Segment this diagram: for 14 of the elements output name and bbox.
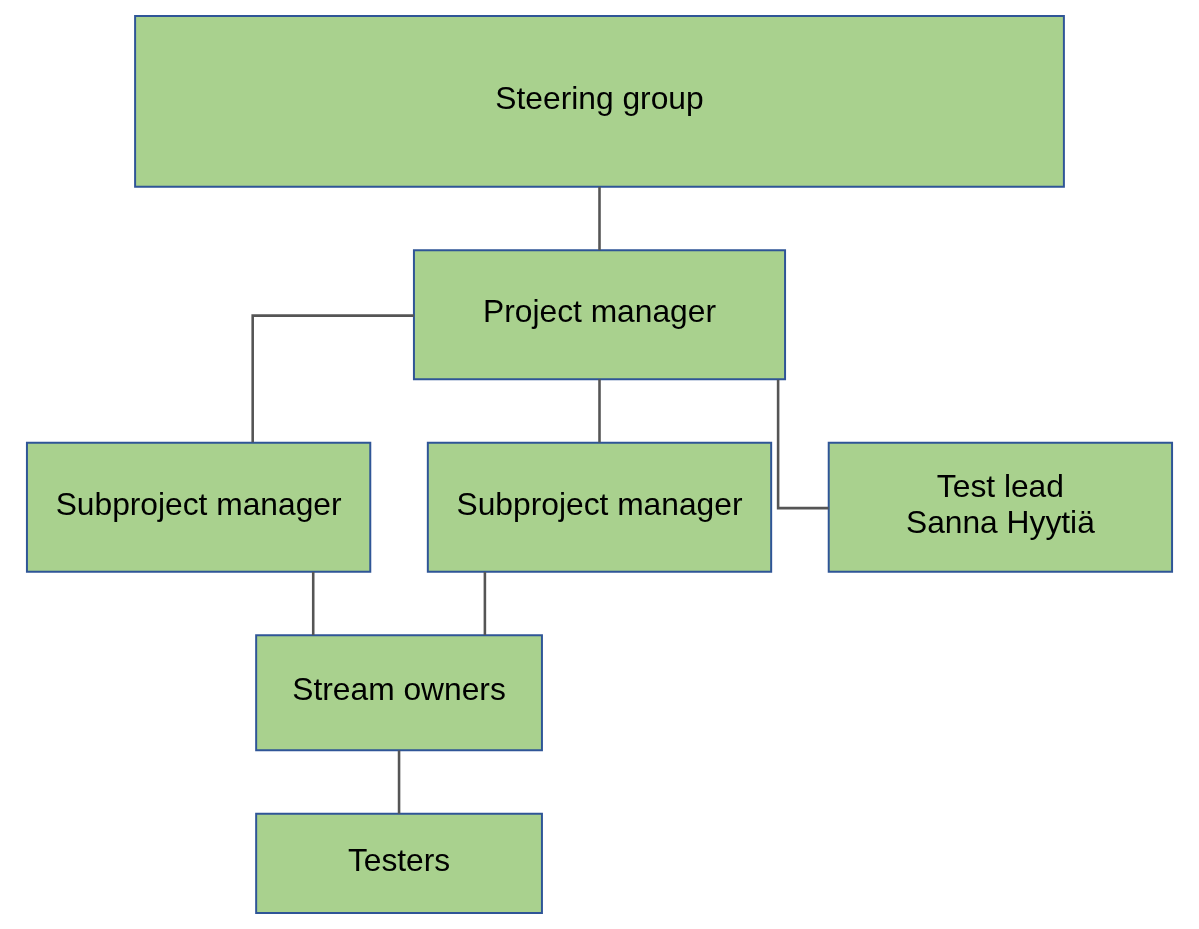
connector <box>251 314 414 443</box>
connector <box>598 186 601 251</box>
node-box: Subproject manager <box>426 441 773 573</box>
node-box: Project manager <box>412 249 787 381</box>
node-box: Test lead Sanna Hyytiä <box>827 441 1174 573</box>
connector <box>598 379 601 443</box>
connector <box>483 572 487 635</box>
node-box: Subproject manager <box>25 441 372 573</box>
node-box: Steering group <box>134 15 1065 188</box>
connector <box>397 750 401 814</box>
connector <box>776 379 829 510</box>
connector <box>311 572 315 635</box>
node-box: Testers <box>255 812 543 914</box>
node-box: Stream owners <box>255 634 543 752</box>
